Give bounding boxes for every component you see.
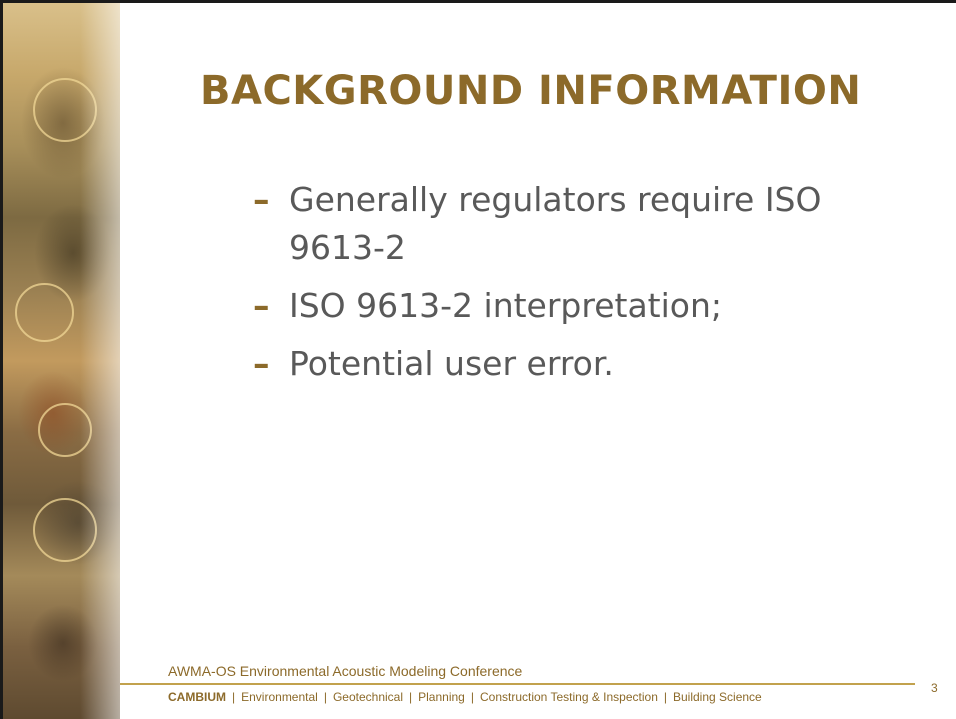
footer-separator: | — [470, 690, 474, 704]
footer-service: Geotechnical — [332, 690, 404, 704]
bullet-text: Potential user error. — [289, 344, 614, 383]
bullet-dash: – — [253, 180, 270, 219]
slide-title: BACKGROUND INFORMATION — [200, 68, 862, 114]
strip-fade — [80, 3, 120, 719]
footer-separator: | — [409, 690, 413, 704]
bullet-item: –Generally regulators require ISO 9613-2 — [253, 176, 913, 272]
bullet-dash: – — [253, 344, 270, 383]
footer-separator: | — [323, 690, 327, 704]
footer-conference: AWMA-OS Environmental Acoustic Modeling … — [168, 663, 523, 679]
bullet-text: Generally regulators require ISO 9613-2 — [289, 180, 822, 267]
footer-service: Building Science — [673, 690, 762, 704]
footer-separator: | — [232, 690, 236, 704]
bullet-dash: – — [253, 286, 270, 325]
bullet-list: –Generally regulators require ISO 9613-2… — [253, 176, 913, 398]
decorative-photo-strip — [3, 3, 120, 719]
slide-frame-top — [0, 0, 956, 3]
footer-service: Planning — [418, 690, 465, 704]
bullet-item: –ISO 9613-2 interpretation; — [253, 282, 913, 330]
footer-rule — [120, 683, 915, 685]
slide-frame-left — [0, 0, 3, 719]
page-number: 3 — [931, 681, 938, 695]
decorative-ring — [15, 283, 74, 342]
footer-separator: | — [663, 690, 667, 704]
bullet-text: ISO 9613-2 interpretation; — [289, 286, 722, 325]
footer-services: CAMBIUM | Environmental | Geotechnical | Plann… — [168, 690, 762, 704]
footer-service: Construction Testing & Inspection — [479, 690, 658, 704]
bullet-item: –Potential user error. — [253, 340, 913, 388]
footer-brand: CAMBIUM — [168, 690, 226, 704]
footer-service: Environmental — [241, 690, 318, 704]
